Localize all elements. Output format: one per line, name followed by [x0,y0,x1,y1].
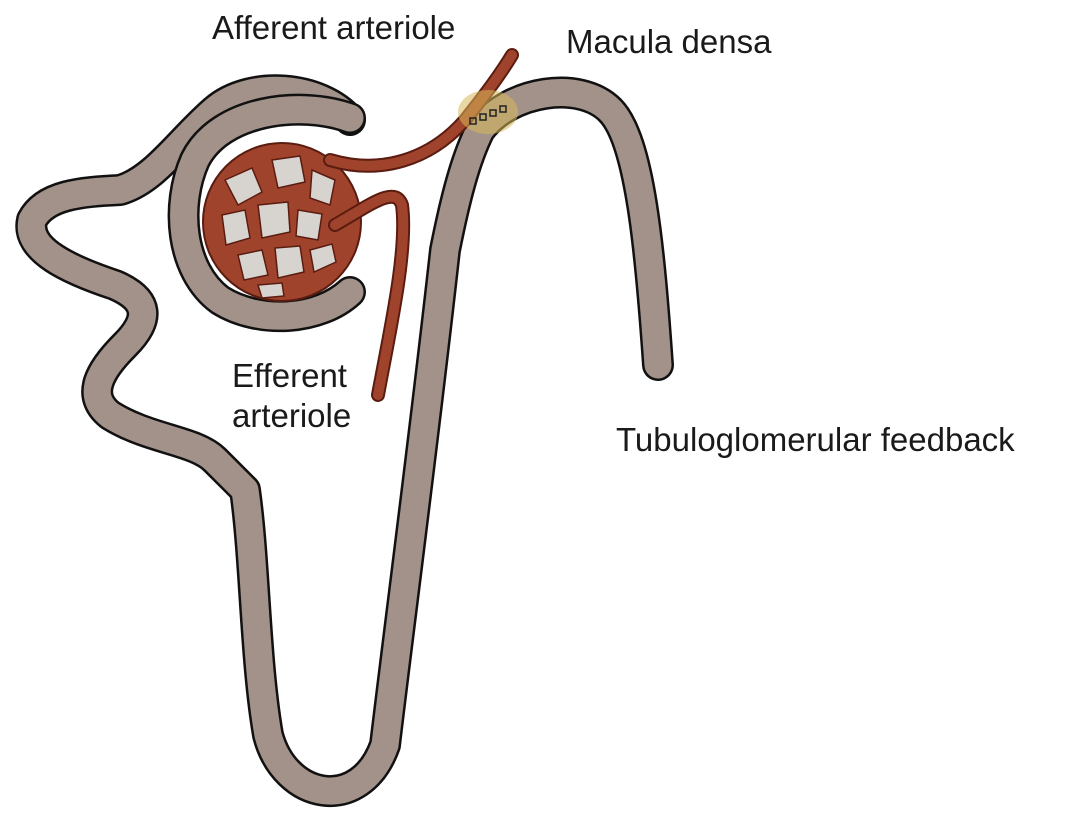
label-afferent-arteriole: Afferent arteriole [212,8,455,48]
label-efferent-arteriole: Efferent arteriole [232,356,351,436]
macula-densa [458,90,518,134]
label-efferent-line1: Efferent [232,356,351,396]
label-macula-densa: Macula densa [566,22,771,62]
label-tubuloglomerular-feedback: Tubuloglomerular feedback [616,420,1015,460]
label-efferent-line2: arteriole [232,396,351,436]
